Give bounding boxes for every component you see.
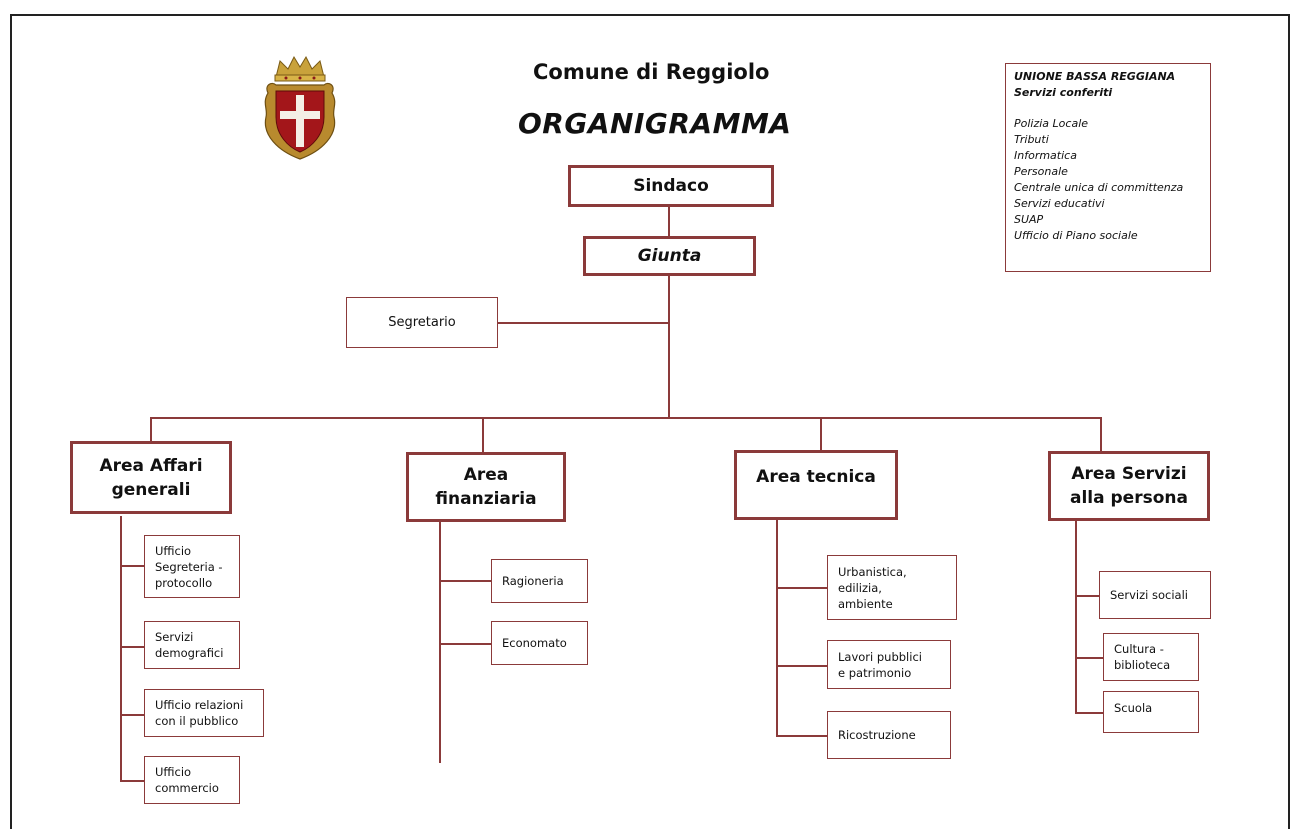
union-service: Polizia Locale — [1014, 117, 1089, 130]
office-box: Ragioneria — [491, 559, 588, 603]
office-box: Scuola — [1103, 691, 1199, 733]
sindaco-label: Sindaco — [633, 176, 709, 196]
branch-persona-1 — [1075, 595, 1099, 597]
branch-affari-3 — [120, 714, 144, 716]
branch-persona-3 — [1075, 712, 1103, 714]
area-tecnica-box: Area tecnica — [734, 450, 898, 520]
giunta-label: Giunta — [637, 246, 702, 266]
office-box: Ufficio relazioni con il pubblico — [144, 689, 264, 737]
office-segreteria-label: Ufficio Segreteria - protocollo — [155, 543, 223, 590]
segretario-label: Segretario — [388, 315, 456, 330]
union-subtitle: Servizi conferiti — [1014, 86, 1113, 99]
office-urp-label: Ufficio relazioni con il pubblico — [155, 698, 244, 728]
office-box: Urbanistica, edilizia, ambiente — [827, 555, 957, 620]
office-box: Lavori pubblici e patrimonio — [827, 640, 951, 689]
area-finanziaria-box: Area finanziaria — [406, 452, 566, 522]
connector-area-affari — [150, 417, 152, 441]
branch-affari-1 — [120, 565, 144, 567]
office-box: Servizi demografici — [144, 621, 240, 669]
branch-tecnica-3 — [776, 735, 827, 737]
office-ricostruzione-label: Ricostruzione — [838, 728, 916, 742]
union-services-list: Polizia Locale Tributi Informatica Perso… — [1014, 116, 1202, 244]
coat-of-arms-logo — [262, 55, 338, 163]
office-economato-label: Economato — [502, 636, 567, 650]
area-finanziaria-label: Area finanziaria — [435, 465, 537, 509]
office-box: Ricostruzione — [827, 711, 951, 759]
connector-area-persona — [1100, 417, 1102, 451]
office-demografici-label: Servizi demografici — [155, 630, 224, 660]
office-ragioneria-label: Ragioneria — [502, 574, 564, 588]
area-persona-label: Area Servizi alla persona — [1070, 464, 1188, 508]
branch-finanziaria-vertical — [439, 521, 441, 763]
office-box: Economato — [491, 621, 588, 665]
area-affari-label: Area Affari generali — [99, 455, 203, 500]
branch-affari-vertical — [120, 516, 122, 780]
branch-persona-vertical — [1075, 520, 1077, 712]
connector-areas-horizontal — [150, 417, 1101, 419]
page-subtitle: ORGANIGRAMMA — [518, 107, 792, 140]
page-frame — [10, 14, 1290, 829]
connector-area-finanziaria — [482, 417, 484, 452]
office-box: Ufficio Segreteria - protocollo — [144, 535, 240, 598]
union-service: Ufficio di Piano sociale — [1014, 229, 1138, 242]
union-service: Servizi educativi — [1014, 197, 1105, 210]
union-service: Personale — [1014, 165, 1068, 178]
union-services-box: UNIONE BASSA REGGIANA Servizi conferiti … — [1005, 63, 1211, 272]
connector-area-tecnica — [820, 417, 822, 450]
branch-tecnica-2 — [776, 665, 827, 667]
branch-affari-2 — [120, 646, 144, 648]
office-commercio-label: Ufficio commercio — [155, 765, 219, 795]
branch-affari-4 — [120, 780, 144, 782]
union-service: SUAP — [1014, 213, 1044, 226]
office-box: Servizi sociali — [1099, 571, 1211, 619]
branch-tecnica-1 — [776, 587, 827, 589]
branch-finanziaria-1 — [439, 580, 491, 582]
office-urbanistica-label: Urbanistica, edilizia, ambiente — [838, 564, 907, 611]
union-service: Informatica — [1014, 149, 1077, 162]
branch-finanziaria-2 — [439, 643, 491, 645]
giunta-box: Giunta — [583, 236, 756, 276]
page-title: Comune di Reggiolo — [533, 60, 770, 84]
office-servizi-sociali-label: Servizi sociali — [1110, 588, 1188, 602]
branch-tecnica-vertical — [776, 518, 778, 735]
sindaco-box: Sindaco — [568, 165, 774, 207]
segretario-box: Segretario — [346, 297, 498, 348]
area-affari-box: Area Affari generali — [70, 441, 232, 514]
office-scuola-label: Scuola — [1114, 701, 1153, 715]
area-persona-box: Area Servizi alla persona — [1048, 451, 1210, 521]
union-service: Centrale unica di committenza — [1014, 181, 1184, 194]
union-title: UNIONE BASSA REGGIANA — [1014, 70, 1176, 83]
connector-giunta-main — [668, 275, 670, 417]
office-box: Ufficio commercio — [144, 756, 240, 804]
branch-persona-2 — [1075, 657, 1103, 659]
connector-sindaco-giunta — [668, 205, 670, 236]
area-tecnica-label: Area tecnica — [756, 467, 876, 487]
union-service: Tributi — [1014, 133, 1049, 146]
office-box: Cultura - biblioteca — [1103, 633, 1199, 681]
office-lavori-label: Lavori pubblici e patrimonio — [838, 649, 922, 680]
connector-segretario — [498, 322, 669, 324]
office-cultura-label: Cultura - biblioteca — [1114, 642, 1171, 672]
